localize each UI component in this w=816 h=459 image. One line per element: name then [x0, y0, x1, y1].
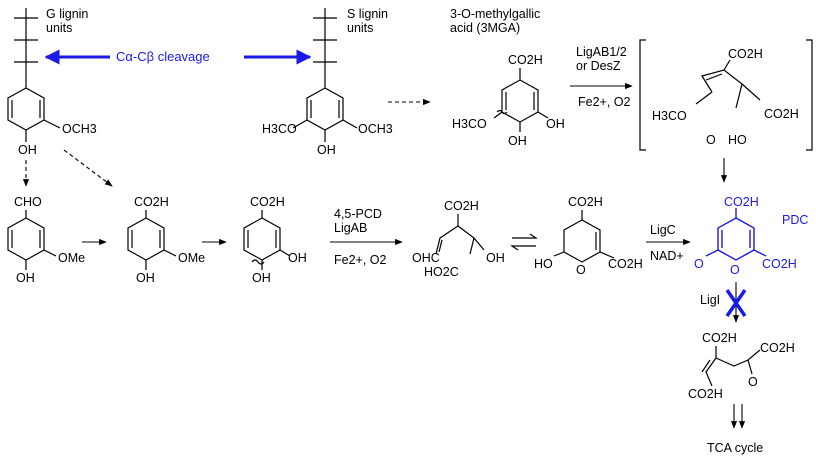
int-ho-label: HO [728, 133, 747, 147]
vanillin-cho-label: CHO [14, 195, 42, 209]
op-co2h-label: CO2H [702, 331, 737, 345]
3mga-label-2: acid (3MGA) [450, 21, 520, 35]
protocatechuate-structure [243, 210, 291, 270]
vanillic-co2h-label: CO2H [134, 195, 169, 209]
hemiacetal-structure [553, 210, 615, 263]
vanillin-ome-label: OMe [58, 251, 85, 265]
pca-oh2-label: OH [252, 271, 271, 285]
hemi-co2h-label: CO2H [568, 195, 603, 209]
fe-o2-mid-label: Fe2+, O2 [334, 253, 387, 267]
pdc-structure [705, 208, 767, 261]
vanillin-structure [7, 210, 57, 270]
int-h3co-label: H3CO [652, 109, 687, 123]
g-lignin-label-1: G lignin [46, 7, 88, 21]
hemi-co2h2-label: CO2H [608, 257, 643, 271]
g-lignin-structure [7, 8, 61, 142]
3mga-h3co-label: H3CO [452, 117, 487, 131]
nad-label: NAD+ [650, 249, 684, 263]
cp-ho2c-label: HO2C [424, 265, 459, 279]
ligi-label: LigI [700, 293, 720, 307]
int-o-label: O [706, 133, 716, 147]
g-lignin-label-2: units [46, 21, 72, 35]
s-lignin-label-2: units [347, 21, 373, 35]
fe-o2-top-label: Fe2+, O2 [578, 95, 631, 109]
vanillin-oh-label: OH [16, 271, 35, 285]
s-oh-label: OH [317, 143, 336, 157]
op-co2h2-label: CO2H [760, 341, 795, 355]
g-och3-label: OCH3 [62, 122, 97, 136]
op-o-label: O [748, 375, 758, 389]
3mga-oh2-label: OH [508, 134, 527, 148]
pdc-label: PDC [782, 213, 808, 227]
op-co2h3-label: CO2H [688, 387, 723, 401]
s-och3-label: OCH3 [358, 122, 393, 136]
vanillic-oh-label: OH [136, 271, 155, 285]
cleavage-product-structure [435, 214, 485, 255]
pcd-label-1: 4,5-PCD [334, 207, 382, 221]
hemi-ho-label: HO [534, 257, 553, 271]
g-to-vanillic-arrow [63, 149, 113, 187]
3mga-oh-label: OH [546, 117, 565, 131]
blocked-x-icon [725, 289, 747, 317]
pdc-co2h-label: CO2H [724, 195, 759, 209]
enz1-label-1: LigAB1/2 [576, 45, 627, 59]
3mga-co2h-label: CO2H [508, 53, 543, 67]
enz1-label-2: or DesZ [576, 59, 621, 73]
cleavage-label: Cα-Cβ cleavage [116, 49, 210, 64]
s-lignin-structure [292, 8, 358, 142]
pcd-label-2: LigAB [334, 221, 367, 235]
cp-ohc-label: OHC [412, 251, 440, 265]
vanillic-ome-label: OMe [178, 251, 205, 265]
pca-co2h-label: CO2H [250, 195, 285, 209]
3mga-label-1: 3-O-methylgallic [450, 7, 540, 21]
cp-oh-label: OH [486, 251, 505, 265]
pdc-co2h2-label: CO2H [762, 257, 797, 271]
bracket-intermediate [639, 39, 813, 151]
g-oh-label: OH [18, 143, 37, 157]
opened-product-structure [701, 346, 761, 387]
s-lignin-label-1: S lignin [347, 7, 388, 21]
s-h3co-label: H3CO [262, 122, 297, 136]
tca-label: TCA cycle [707, 441, 763, 455]
ligc-label: LigC [650, 223, 676, 237]
cp-co2h-label: CO2H [444, 199, 479, 213]
hemi-o-label: O [576, 263, 586, 277]
pca-oh-label: OH [288, 251, 307, 265]
int-co2h-label: CO2H [728, 47, 763, 61]
pdc-ring-o-label: O [730, 263, 740, 277]
3mga-structure [493, 68, 549, 132]
vanillic-acid-structure [127, 210, 177, 270]
equilibrium-arrows [510, 233, 538, 251]
pdc-o-label: O [694, 257, 704, 271]
int-co2h2-label: CO2H [764, 107, 799, 121]
